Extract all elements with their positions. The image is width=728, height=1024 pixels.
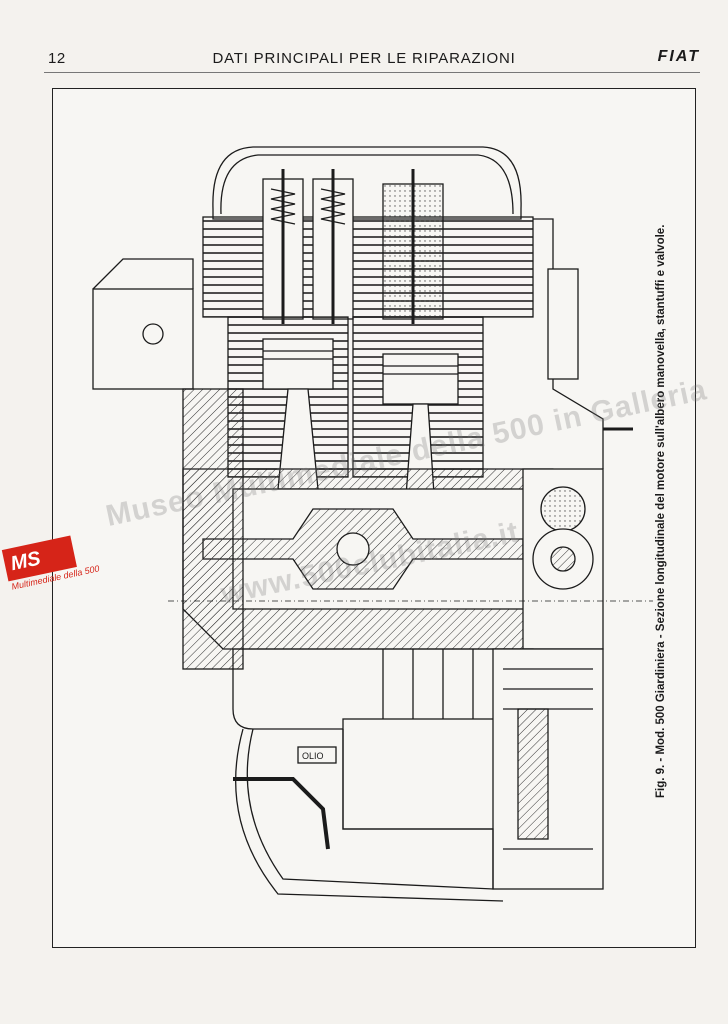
engine-cross-section-drawing: OLIO — [92, 146, 653, 902]
rocker-cover — [212, 146, 522, 220]
figure-frame: OLIO — [52, 88, 696, 948]
header-rule — [44, 72, 700, 73]
figure-caption: Fig. 9. - Mod. 500 Giardiniera - Sezione… — [655, 224, 667, 798]
page-number: 12 — [48, 50, 66, 67]
cooling-shroud — [246, 728, 494, 890]
piston-left — [262, 338, 334, 390]
piston-right — [382, 353, 459, 405]
running-title: DATI PRINCIPALI PER LE RIPARAZIONI — [212, 50, 516, 67]
olio-mark: OLIO — [302, 751, 324, 761]
cylinder-head — [202, 216, 534, 318]
brand-logo-text: FIAT — [657, 48, 700, 65]
oil-filler-tube — [233, 777, 330, 850]
distributor-left — [92, 288, 194, 390]
